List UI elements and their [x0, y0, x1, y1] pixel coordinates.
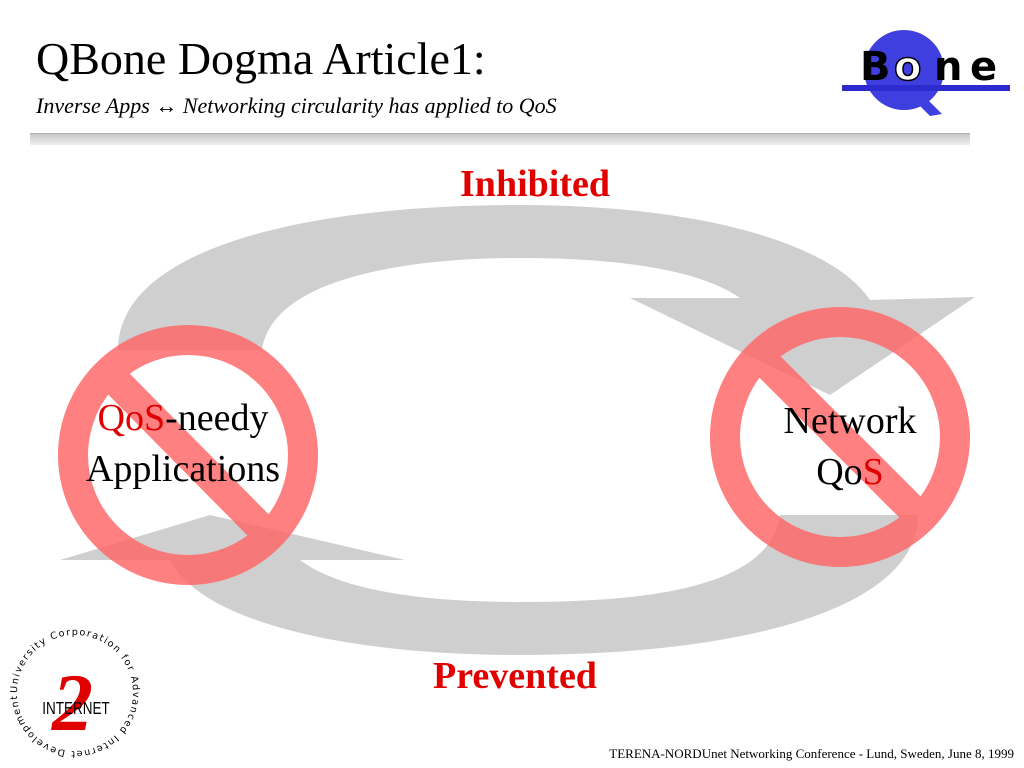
node-qos-word: QoS — [97, 397, 166, 439]
prohibited-icon-right — [710, 307, 970, 567]
qbone-letter-e: e — [970, 44, 997, 90]
slide-subtitle: Inverse Apps ↔ Networking circularity ha… — [36, 93, 557, 118]
prohibited-icon-left — [58, 325, 318, 585]
node-qo-word: Qo — [816, 451, 863, 494]
qbone-letter-b: B — [860, 44, 891, 90]
node-qos-needy-applications: QoS-needy Applications — [48, 393, 318, 496]
inhibited-label: Inhibited — [460, 163, 610, 205]
node-network-word: Network — [783, 400, 917, 442]
qbone-letter-n: n — [934, 44, 962, 90]
node-applications-word: Applications — [85, 448, 281, 491]
qbone-letter-o: o — [894, 44, 921, 90]
title-divider — [30, 133, 970, 145]
qbone-logo: B o n e — [842, 30, 1010, 116]
internet2-numeral: 2 — [51, 657, 93, 748]
qbone-underline — [842, 85, 1010, 91]
node-s-letter: S — [862, 451, 884, 494]
qbone-q-tail — [916, 96, 942, 116]
node-network-qos: Network QoS — [730, 396, 970, 499]
internet2-word: INTERNET — [42, 699, 110, 718]
internet2-logo: University Corporation for Advanced Inte… — [9, 627, 140, 759]
slide-title: QBone Dogma Article1: — [36, 33, 486, 84]
footer-conference: TERENA-NORDUnet Networking Conference - … — [609, 746, 1014, 761]
prevented-label: Prevented — [433, 655, 597, 697]
node-needy-word: -needy — [165, 397, 269, 439]
